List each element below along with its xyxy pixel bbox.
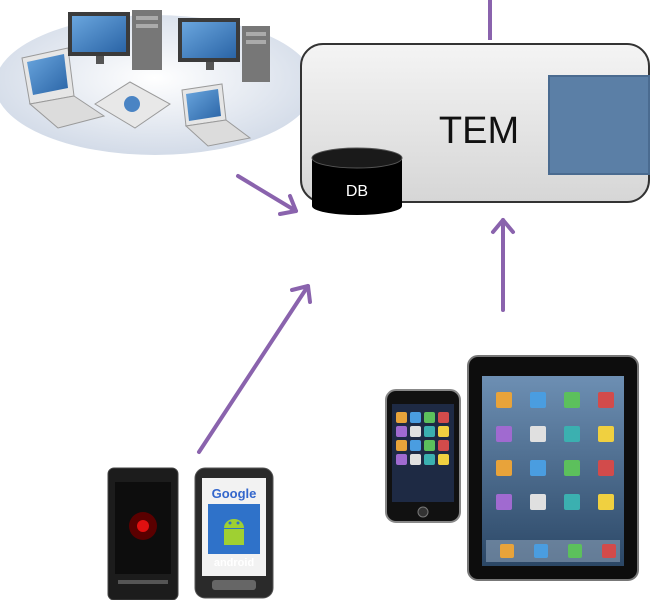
android-phone-htc-icon: Google android [194, 467, 274, 599]
ipad-app-icon [598, 494, 614, 510]
iphone-app-icon [396, 426, 407, 437]
arrow-android-to-tem [197, 284, 312, 454]
iphone-app-icon [396, 440, 407, 451]
laptop-icon-middle [94, 81, 171, 129]
tem-module-block [548, 75, 650, 175]
iphone-app-icon [410, 426, 421, 437]
iphone-app-icon [438, 440, 449, 451]
ipad-app-icon [598, 392, 614, 408]
database-icon: DB [311, 147, 403, 215]
ipad-dock-app-icon [568, 544, 582, 558]
ipad-app-icon [598, 426, 614, 442]
ipad-app-icon [598, 460, 614, 476]
desktop-computer-icon-2 [178, 18, 270, 82]
arrows [197, 174, 515, 454]
desktop-computer-icon-1 [68, 10, 162, 70]
ipad-dock-app-icon [534, 544, 548, 558]
ipad-app-icon [496, 392, 512, 408]
ipad-app-icon [564, 494, 580, 510]
ipad-app-icon [564, 392, 580, 408]
iphone-icon [385, 389, 461, 523]
ipad-app-icon [530, 392, 546, 408]
iphone-app-icon [424, 426, 435, 437]
ipad-app-icon [496, 460, 512, 476]
ipad-app-icon [496, 426, 512, 442]
ipad-app-icon [530, 494, 546, 510]
ipad-app-icon [496, 494, 512, 510]
iphone-app-icon [438, 412, 449, 423]
iphone-app-icon [438, 426, 449, 437]
database-label: DB [346, 183, 368, 200]
iphone-app-icon [396, 412, 407, 423]
tem-label: TEM [439, 110, 519, 152]
ipad-app-icon [564, 460, 580, 476]
ipad-app-icon [530, 426, 546, 442]
iphone-app-icon [424, 440, 435, 451]
ipad-app-grid [496, 392, 614, 510]
iphone-app-icon [438, 454, 449, 465]
laptop-icon-left [21, 47, 106, 129]
ipad-dock-app-icon [602, 544, 616, 558]
network-computers-icon [0, 10, 315, 155]
iphone-app-icon [410, 454, 421, 465]
iphone-app-icon [410, 412, 421, 423]
ipad-icon [467, 355, 639, 581]
arrow-apple-to-tem [491, 218, 515, 312]
laptop-icon-right [181, 83, 252, 147]
ipad-dock [500, 544, 616, 558]
ipad-app-icon [530, 460, 546, 476]
ipad-app-icon [564, 426, 580, 442]
arrow-network-to-db [236, 174, 298, 216]
iphone-app-grid [396, 412, 449, 465]
ipad-dock-app-icon [500, 544, 514, 558]
google-logo-label: Google [212, 486, 257, 501]
iphone-app-icon [410, 440, 421, 451]
iphone-app-icon [424, 454, 435, 465]
android-robot-icon [224, 519, 244, 545]
iphone-app-icon [396, 454, 407, 465]
android-logo-label: android [214, 557, 254, 569]
iphone-app-icon [424, 412, 435, 423]
android-phone-motorola-icon [107, 467, 179, 600]
